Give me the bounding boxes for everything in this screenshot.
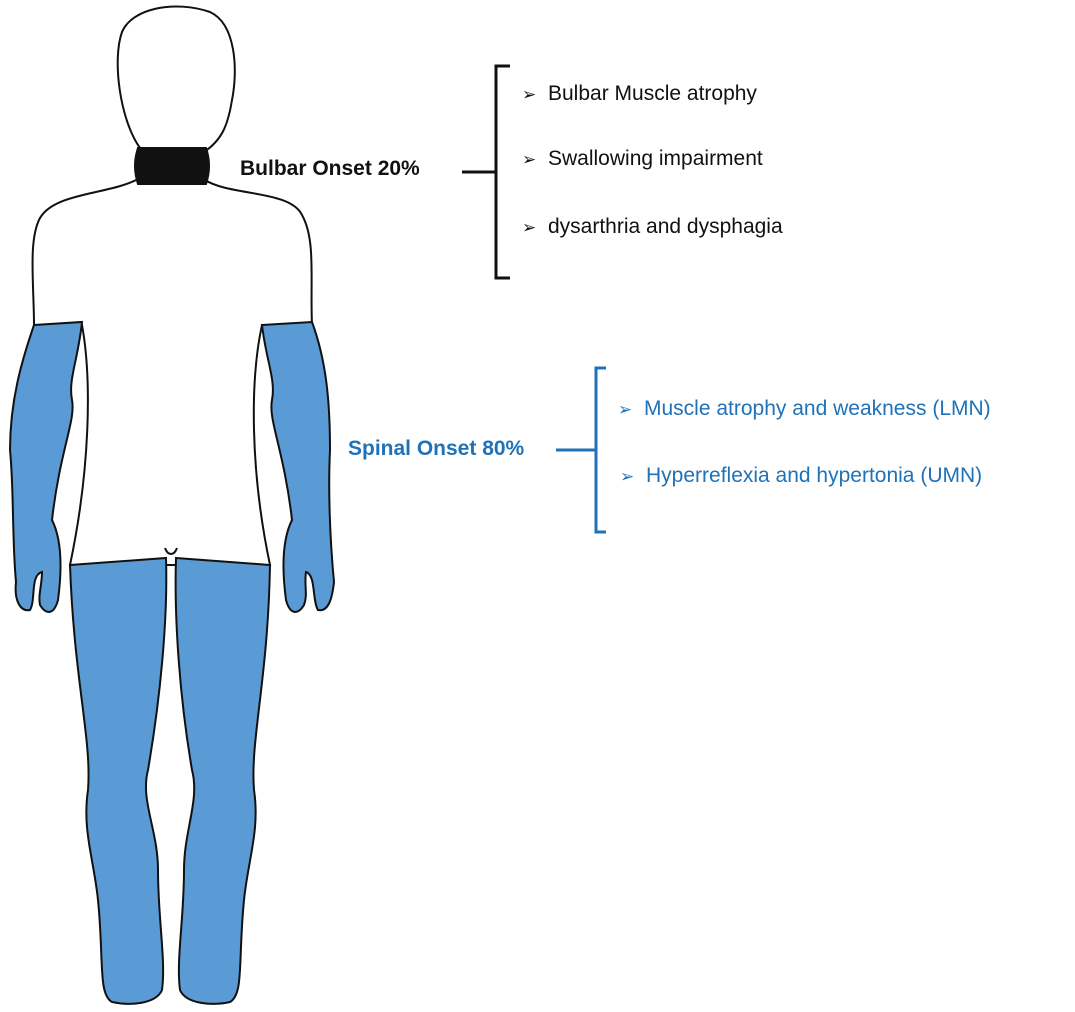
spinal-item-1-text: Muscle atrophy and weakness (LMN) bbox=[644, 397, 991, 420]
arrowhead-bullet-icon: ➢ bbox=[522, 150, 548, 170]
bulbar-item-1: ➢Bulbar Muscle atrophy bbox=[522, 82, 757, 106]
arrowhead-bullet-icon: ➢ bbox=[618, 400, 644, 420]
spinal-item-2: ➢Hyperreflexia and hypertonia (UMN) bbox=[620, 464, 982, 488]
right-leg bbox=[176, 558, 270, 1004]
spinal-bracket bbox=[556, 368, 606, 532]
arrowhead-bullet-icon: ➢ bbox=[522, 85, 548, 105]
left-leg bbox=[70, 558, 166, 1004]
bulbar-onset-title: Bulbar Onset 20% bbox=[240, 157, 420, 181]
bulbar-item-3-text: dysarthria and dysphagia bbox=[548, 215, 783, 238]
spinal-onset-title: Spinal Onset 80% bbox=[348, 437, 524, 461]
spinal-item-1: ➢Muscle atrophy and weakness (LMN) bbox=[618, 397, 991, 421]
bulbar-item-3: ➢dysarthria and dysphagia bbox=[522, 215, 783, 239]
bulbar-item-1-text: Bulbar Muscle atrophy bbox=[548, 82, 757, 105]
head-outline bbox=[118, 6, 235, 152]
bulbar-item-2: ➢Swallowing impairment bbox=[522, 147, 763, 171]
right-arm bbox=[262, 322, 334, 612]
bulbar-bracket bbox=[462, 66, 510, 278]
spinal-item-2-text: Hyperreflexia and hypertonia (UMN) bbox=[646, 464, 982, 487]
neck-band bbox=[135, 148, 209, 184]
arrowhead-bullet-icon: ➢ bbox=[620, 467, 646, 487]
bulbar-item-2-text: Swallowing impairment bbox=[548, 147, 763, 170]
arrowhead-bullet-icon: ➢ bbox=[522, 218, 548, 238]
